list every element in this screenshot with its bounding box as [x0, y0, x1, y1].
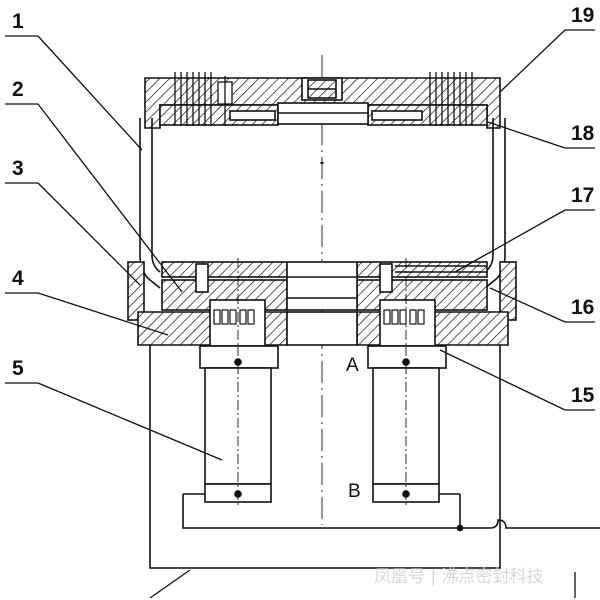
callout-17: 17: [571, 184, 594, 207]
seal-assembly: [127, 258, 517, 347]
piping: [182, 493, 600, 532]
top-cover: [144, 72, 501, 129]
callout-2: 2: [12, 78, 24, 101]
callout-18: 18: [571, 122, 595, 145]
left-cylinder: [199, 345, 279, 505]
callout-19: 19: [571, 4, 594, 27]
callout-5: 5: [12, 357, 24, 380]
frame: [149, 345, 501, 569]
watermark-text: 凤凰号 | 沸点密封科技: [374, 567, 544, 587]
leader-lines: [5, 29, 595, 599]
point-a-label: A: [346, 355, 359, 376]
callout-4: 4: [12, 267, 24, 290]
point-b-label: B: [348, 481, 361, 502]
right-cylinder: [367, 345, 447, 505]
callout-15: 15: [571, 384, 595, 407]
callout-16: 16: [571, 296, 594, 319]
callout-1: 1: [12, 10, 24, 33]
callout-3: 3: [12, 157, 24, 180]
